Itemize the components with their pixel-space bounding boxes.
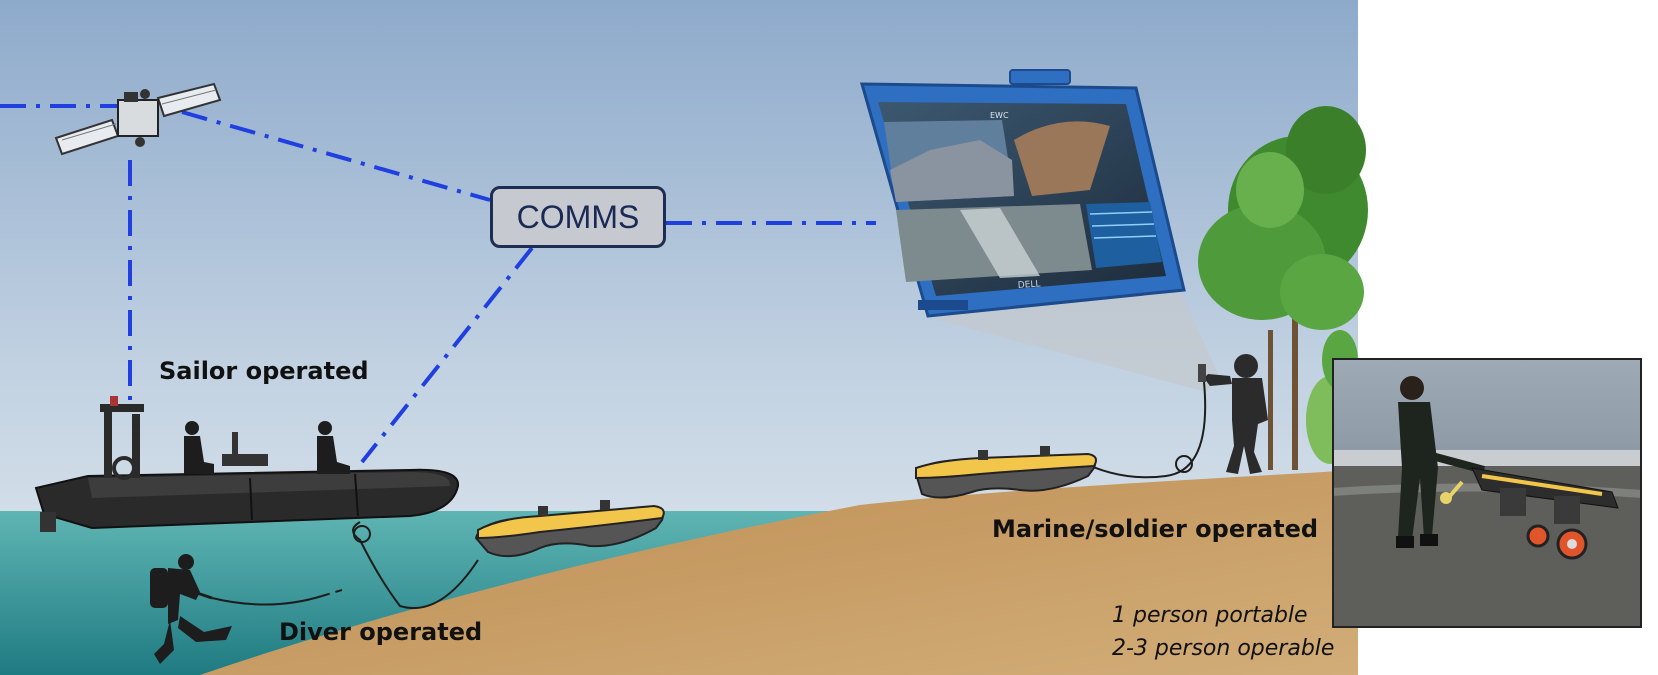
marine-operated-label: Marine/soldier operated [992,515,1318,543]
photo-inset-frame [1332,358,1642,628]
sailor-operated-label: Sailor operated [159,357,369,385]
operable-note: 2-3 person operable [1112,636,1334,661]
rugged-tablet [862,70,1184,316]
comms-label: COMMS [517,199,640,236]
tablet-screen-text: EWC [990,111,1009,120]
tablet-brand: DELL [1018,279,1041,291]
portable-note: 1 person portable [1112,603,1308,628]
comms-node: COMMS [490,186,666,248]
diver-operated-label: Diver operated [279,618,482,646]
